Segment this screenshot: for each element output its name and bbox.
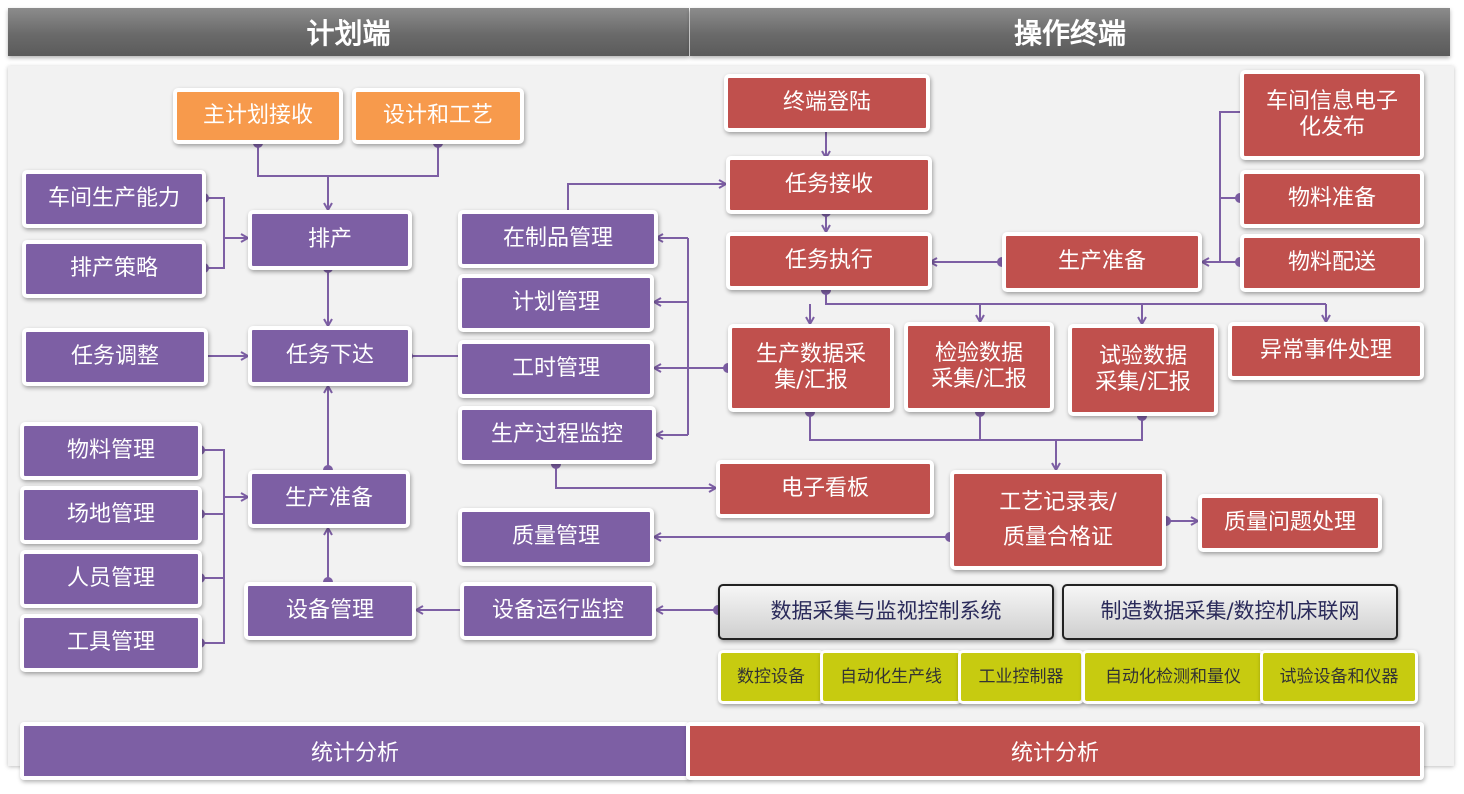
- scheduling-strategy-box[interactable]: 排产策略: [22, 240, 206, 298]
- scada-system-box[interactable]: 数据采集与监视控制系统: [718, 584, 1054, 640]
- plan-production-prep-box[interactable]: 生产准备: [248, 470, 410, 528]
- material-delivery-box[interactable]: 物料配送: [1240, 234, 1424, 292]
- exception-handling-box[interactable]: 异常事件处理: [1228, 322, 1424, 380]
- material-prep-box[interactable]: 物料准备: [1240, 170, 1424, 228]
- device-cnc[interactable]: 数控设备: [718, 650, 824, 704]
- device-test-equipment[interactable]: 试验设备和仪器: [1260, 650, 1418, 704]
- cnc-network-box[interactable]: 制造数据采集/数控机床联网: [1062, 584, 1398, 640]
- header-operation-terminal: 操作终端: [690, 8, 1450, 56]
- workshop-capacity-box[interactable]: 车间生产能力: [22, 170, 206, 228]
- inspection-data-box[interactable]: 检验数据 采集/汇报: [904, 322, 1054, 412]
- work-hours-box[interactable]: 工时管理: [458, 340, 654, 398]
- quality-management-box[interactable]: 质量管理: [458, 508, 654, 566]
- plan-stats-bar[interactable]: 统计分析: [20, 722, 690, 780]
- staff-management-box[interactable]: 人员管理: [20, 550, 202, 608]
- device-industrial-controller[interactable]: 工业控制器: [958, 650, 1084, 704]
- design-process-box[interactable]: 设计和工艺: [352, 88, 524, 144]
- task-dispatch-box[interactable]: 任务下达: [248, 326, 412, 386]
- process-record-box[interactable]: 工艺记录表/ 质量合格证: [950, 470, 1166, 570]
- tool-management-box[interactable]: 工具管理: [20, 614, 202, 672]
- scheduling-box[interactable]: 排产: [248, 210, 412, 270]
- task-adjust-box[interactable]: 任务调整: [22, 328, 208, 386]
- device-auto-inspection[interactable]: 自动化检测和量仪: [1082, 650, 1264, 704]
- task-execute-box[interactable]: 任务执行: [726, 232, 932, 290]
- task-receive-box[interactable]: 任务接收: [726, 156, 932, 214]
- test-data-box[interactable]: 试验数据 采集/汇报: [1068, 324, 1218, 416]
- device-auto-line[interactable]: 自动化生产线: [820, 650, 962, 704]
- plan-management-box[interactable]: 计划管理: [458, 274, 654, 332]
- production-data-box[interactable]: 生产数据采 集/汇报: [728, 324, 894, 412]
- material-management-box[interactable]: 物料管理: [20, 422, 202, 480]
- wip-management-box[interactable]: 在制品管理: [458, 210, 658, 268]
- site-management-box[interactable]: 场地管理: [20, 486, 202, 544]
- quality-issue-box[interactable]: 质量问题处理: [1198, 494, 1382, 552]
- header-plan-end: 计划端: [8, 8, 689, 56]
- process-monitor-box[interactable]: 生产过程监控: [458, 406, 656, 464]
- electronic-kanban-box[interactable]: 电子看板: [716, 460, 934, 518]
- terminal-stats-bar[interactable]: 统计分析: [686, 722, 1424, 780]
- terminal-production-prep-box[interactable]: 生产准备: [1002, 232, 1202, 292]
- equipment-management-box[interactable]: 设备管理: [244, 582, 416, 640]
- info-publish-box[interactable]: 车间信息电子 化发布: [1240, 70, 1424, 160]
- equipment-monitor-box[interactable]: 设备运行监控: [460, 582, 656, 640]
- main-plan-receive-box[interactable]: 主计划接收: [173, 88, 343, 144]
- terminal-login-box[interactable]: 终端登陆: [724, 74, 930, 132]
